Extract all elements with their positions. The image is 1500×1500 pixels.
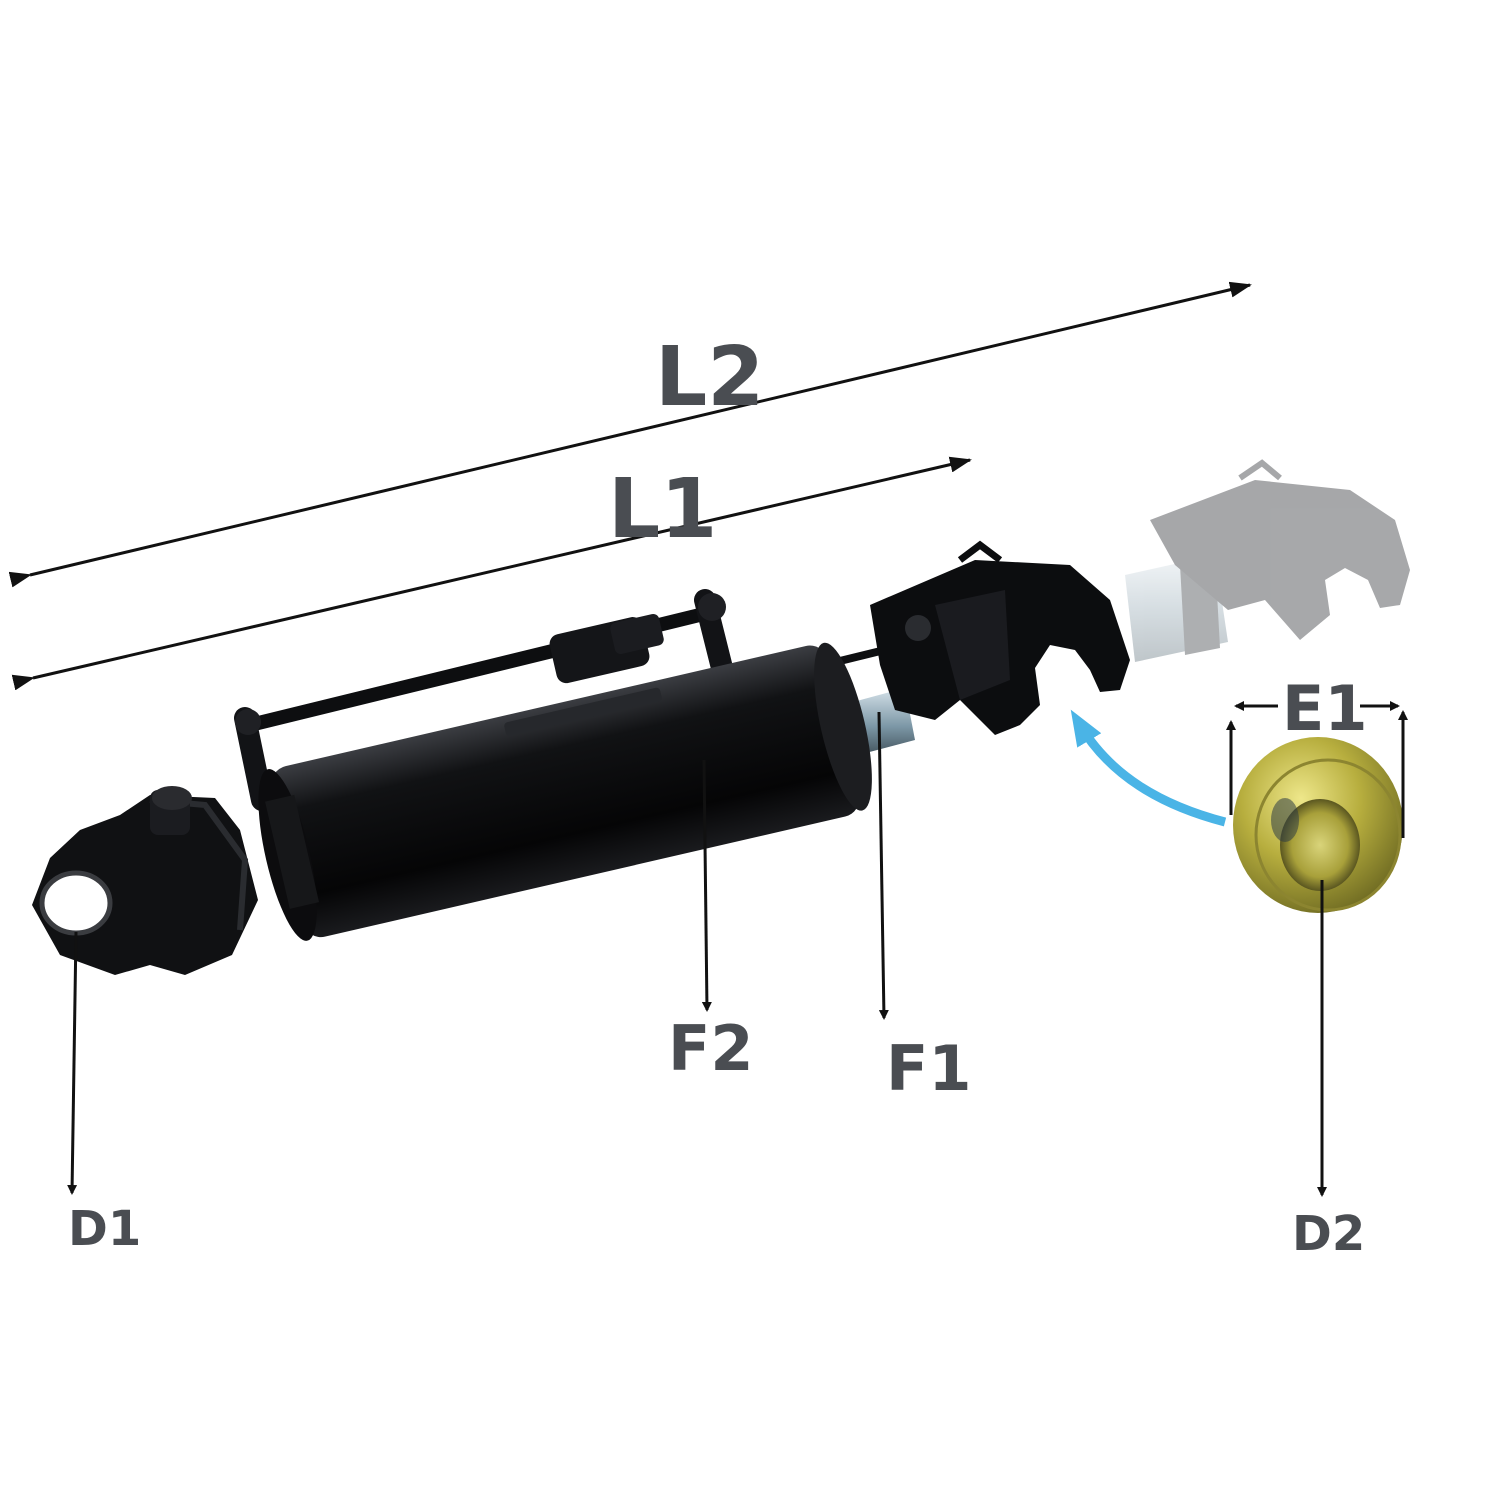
e1-label: E1 xyxy=(1282,672,1368,745)
rear-eye-bore xyxy=(42,873,110,933)
l2-label: L2 xyxy=(655,330,764,425)
l1-dimension-line xyxy=(11,456,972,691)
ball-bore xyxy=(1280,799,1360,891)
hydraulic-cylinder xyxy=(32,540,1130,975)
d2-label: D2 xyxy=(1292,1206,1365,1262)
l1-label: L1 xyxy=(608,462,717,557)
cylinder-barrel xyxy=(271,645,860,938)
f2-leader xyxy=(701,759,712,1012)
f1-label: F1 xyxy=(886,1032,972,1105)
f2-label: F2 xyxy=(668,1012,754,1085)
f1-leader xyxy=(877,711,889,1020)
d1-label: D1 xyxy=(68,1201,141,1257)
swap-arrow xyxy=(1070,709,1227,827)
d1-leader xyxy=(67,931,78,1195)
extended-hook-ghost xyxy=(1125,459,1410,662)
ball-bushing xyxy=(1233,737,1403,913)
